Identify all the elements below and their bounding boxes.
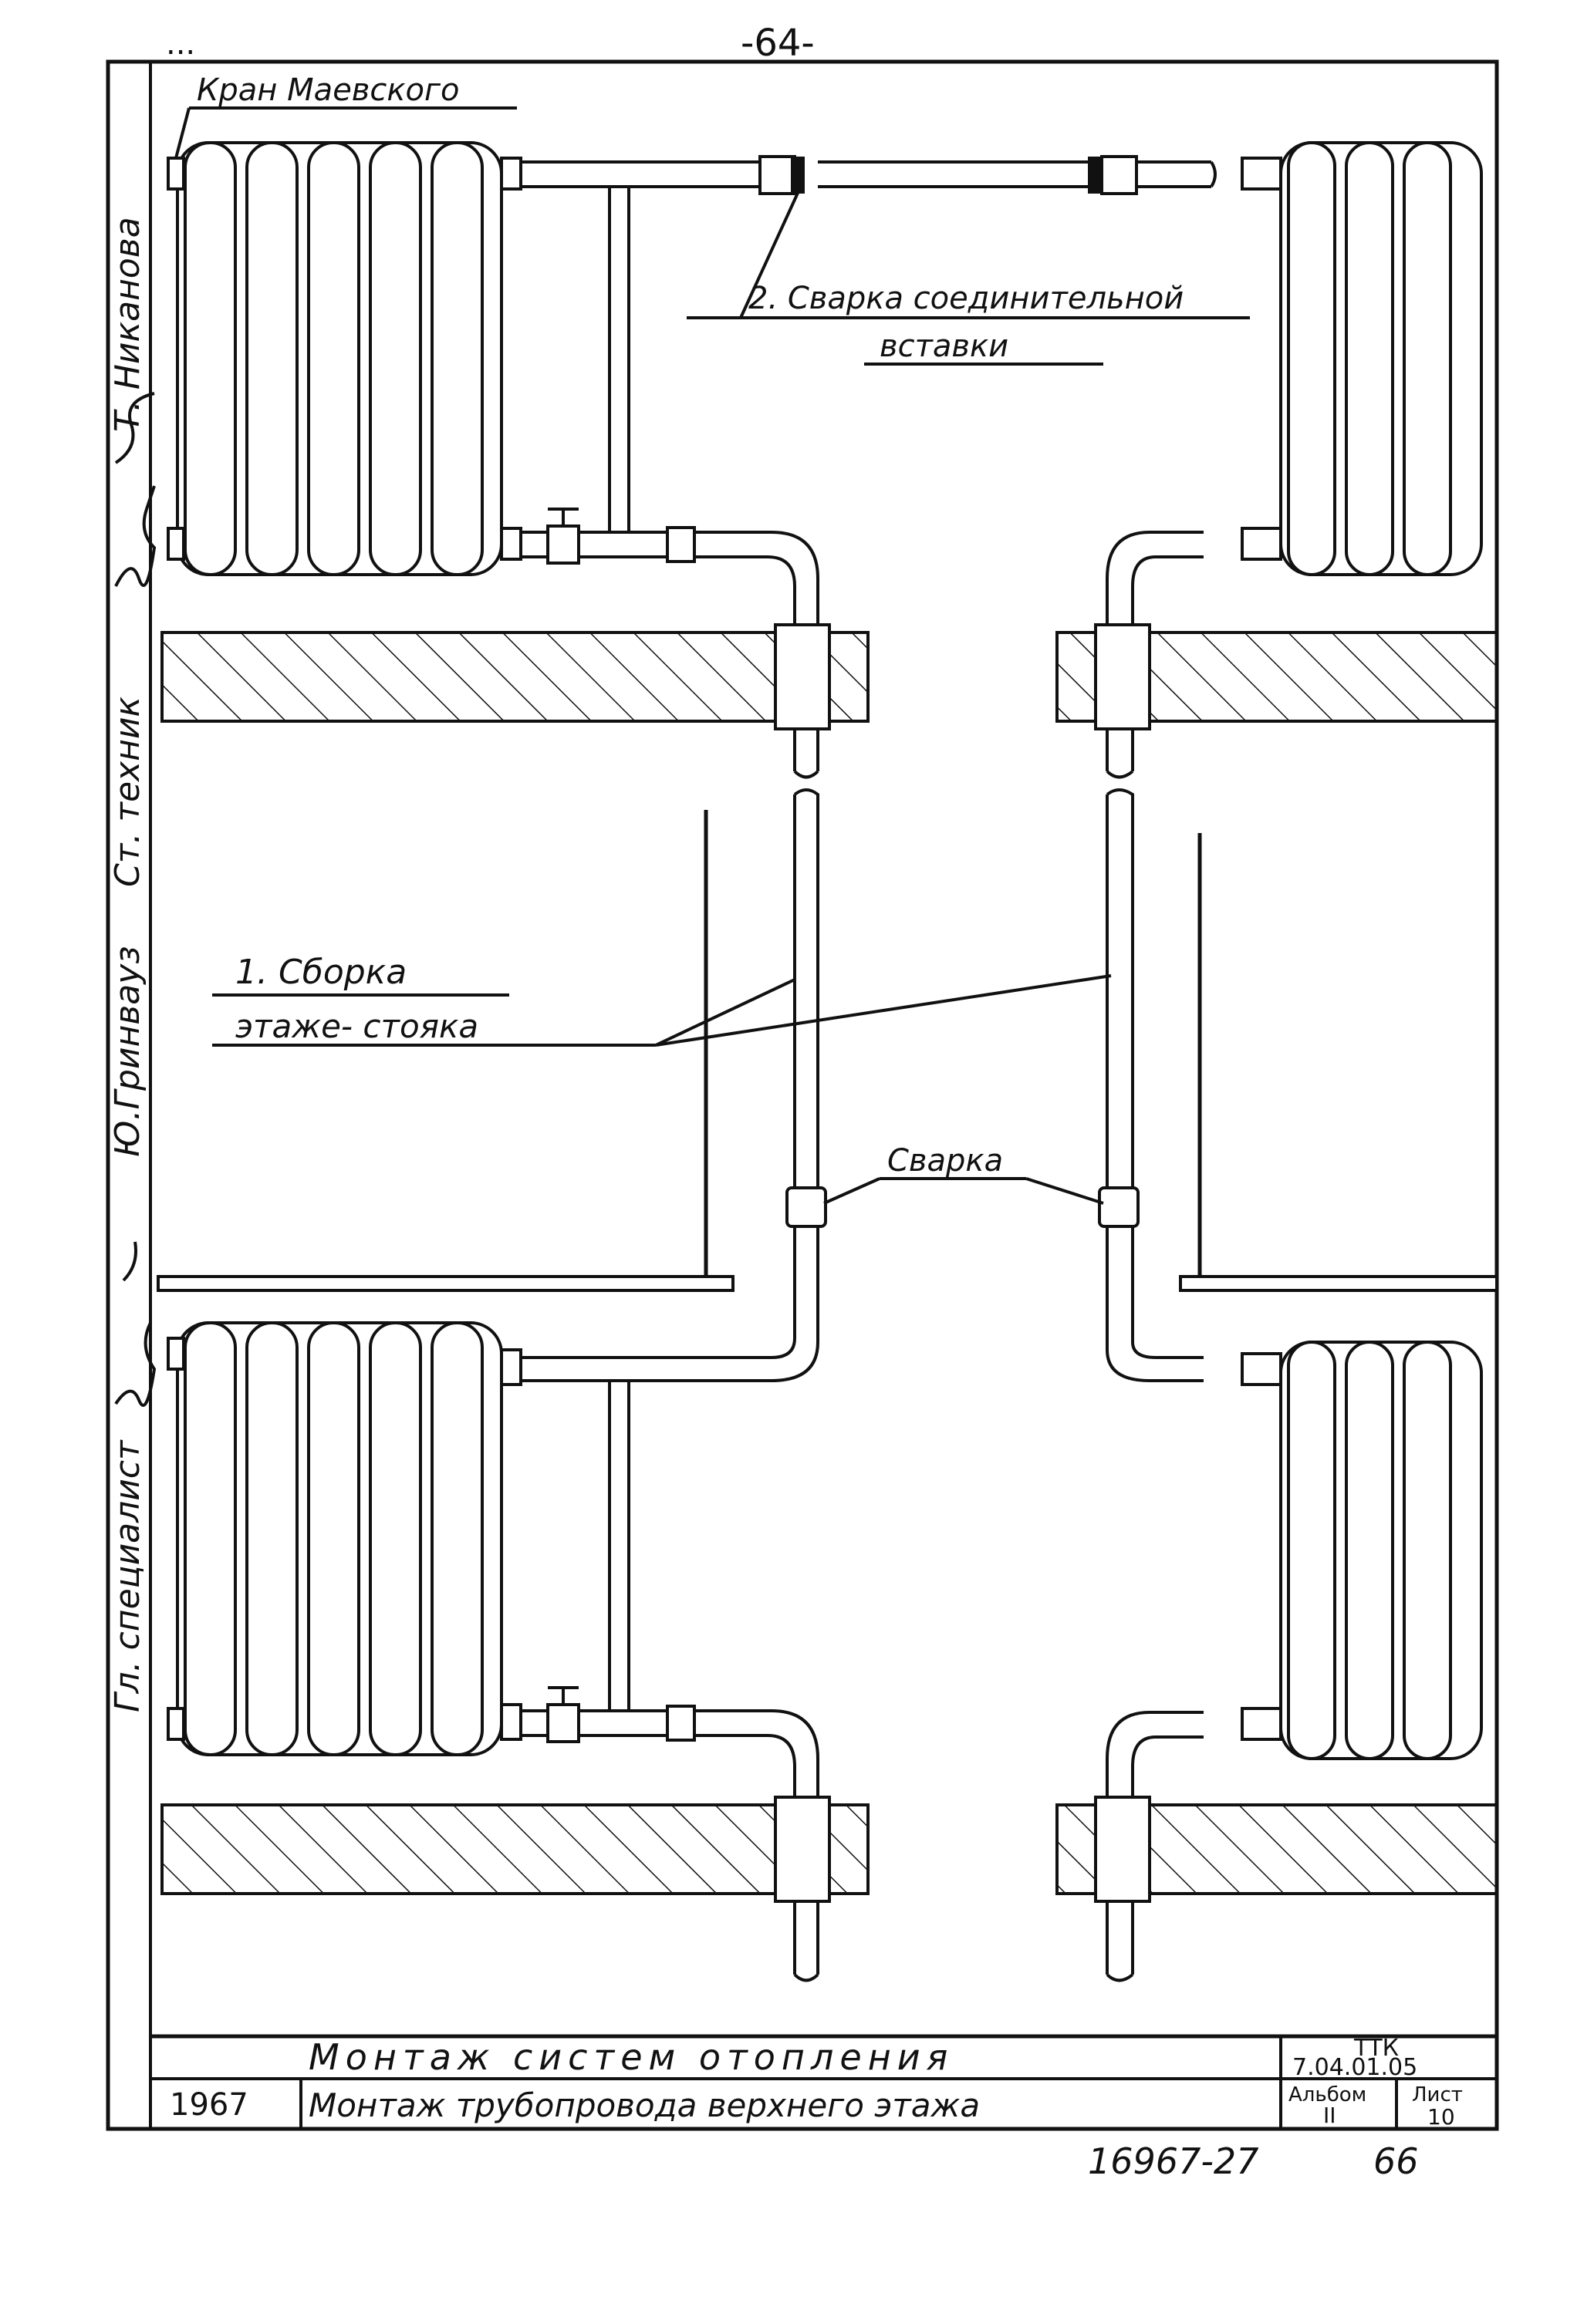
upper-right-riser-break	[1106, 770, 1134, 779]
stamp-signature-1	[114, 392, 157, 587]
upper-right-return-pipe	[1106, 531, 1204, 771]
title-album-label: Альбом	[1288, 2083, 1366, 2106]
leader-mayevsky	[174, 106, 517, 159]
label-mayevsky-valve: Кран Маевского	[197, 73, 460, 108]
wall-ledge-right	[1179, 1275, 1498, 1292]
right-riser	[1106, 788, 1204, 1382]
stamp-name-technician: Ст. техник	[108, 697, 147, 887]
lower-left-bypass	[608, 1381, 630, 1712]
footer-drawing-number: 16967-27	[1088, 2140, 1258, 2182]
radiator-upper-right	[1279, 141, 1483, 576]
left-riser-weld	[785, 1186, 827, 1228]
upper-left-supply-plug	[500, 157, 522, 191]
slab-lower-left	[160, 1803, 870, 1895]
leader-riser-weld	[212, 974, 1112, 1047]
title-subtitle: Монтаж трубопровода верхнего этажа	[309, 2086, 980, 2124]
lower-left-supply-plug	[500, 1348, 522, 1386]
label-riser-weld-line2: этаже- стояка	[235, 1007, 478, 1045]
upper-left-return-coupling	[666, 526, 696, 563]
stamp-signature-2	[114, 1241, 157, 1407]
upper-right-sleeve	[1094, 623, 1151, 730]
lower-left-valve	[546, 1703, 580, 1743]
lower-left-sleeve	[774, 1796, 831, 1903]
upper-left-return-pipe	[521, 531, 819, 771]
wall-ledge-left	[157, 1275, 735, 1292]
label-riser-weld-line1: 1. Сборка	[235, 953, 407, 992]
title-album-value: II	[1323, 2103, 1336, 2128]
title-year: 1967	[170, 2087, 248, 2123]
upper-left-return-plug	[500, 527, 522, 561]
title-main: Монтаж систем отопления	[309, 2036, 954, 2078]
leader-weld	[823, 1177, 1104, 1205]
insert-coupling-left	[758, 155, 796, 195]
upper-left-sleeve	[774, 623, 831, 730]
title-sheet-label: Лист	[1412, 2083, 1463, 2106]
upper-right-supply-plug	[1241, 157, 1282, 191]
upper-supply-pipe	[521, 160, 1088, 188]
label-weld: Сварка	[887, 1143, 1003, 1179]
left-riser	[521, 788, 819, 1382]
lower-right-return-plug	[1241, 1707, 1282, 1741]
label-insert-weld-line1: 2. Сварка соединительной	[748, 281, 1184, 316]
title-code-label: ТТК	[1353, 2035, 1399, 2062]
header-mark-left: ...	[166, 26, 195, 62]
upper-left-riser-break	[793, 770, 819, 779]
stamp-chief-specialist: Гл. специалист	[108, 1439, 147, 1712]
insert-coupling-right-b	[1100, 155, 1138, 195]
upper-right-return-plug	[1241, 527, 1282, 561]
insert-coupling-right	[1088, 157, 1102, 194]
lower-left-return-pipe	[521, 1709, 819, 1982]
header-mark-center: -64-	[741, 22, 815, 65]
radiator-lower-right	[1279, 1341, 1483, 1760]
insert-coupling-left-b	[791, 157, 805, 194]
title-sheet-value: 10	[1427, 2104, 1455, 2130]
upper-left-bypass	[608, 187, 630, 532]
footer-page-number: 66	[1373, 2140, 1419, 2182]
lower-left-return-coupling	[666, 1705, 696, 1742]
right-riser-weld	[1098, 1186, 1140, 1228]
lower-right-supply-plug	[1241, 1352, 1282, 1386]
label-insert-weld-line2: вставки	[880, 329, 1008, 364]
stamp-name-grinvauz: Ю.Гринвауз	[108, 946, 147, 1157]
lower-right-sleeve	[1094, 1796, 1151, 1903]
title-code-value: 7.04.01.05	[1292, 2054, 1417, 2081]
lower-right-return-pipe	[1106, 1711, 1204, 1982]
upper-left-valve	[546, 525, 580, 565]
radiator-lower-left	[167, 1321, 503, 1756]
stamp-name-nikanova: Т. Никанова	[108, 217, 147, 432]
drawing-frame	[106, 59, 1499, 2131]
lower-left-return-plug	[500, 1703, 522, 1741]
leader-insert-weld	[687, 191, 1250, 366]
radiator-upper-left	[167, 141, 503, 576]
upper-supply-pipe-end	[1136, 160, 1217, 188]
slab-upper-left	[160, 631, 870, 723]
